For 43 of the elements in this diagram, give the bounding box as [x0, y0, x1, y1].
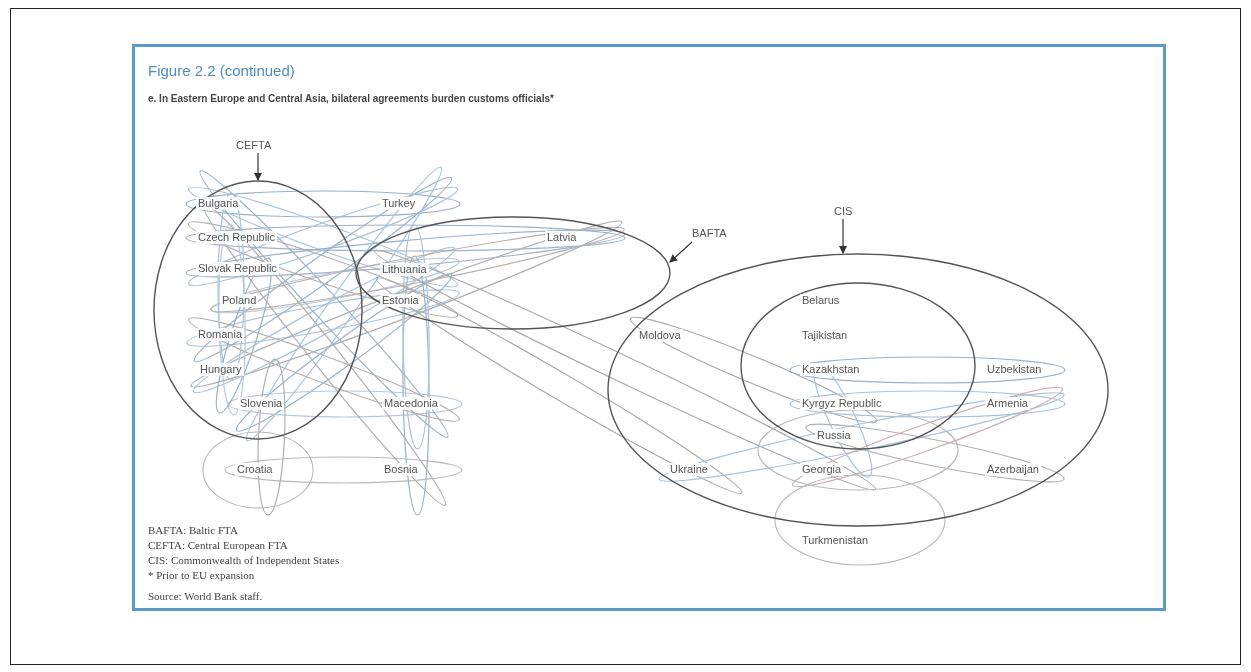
country-label: Romania — [196, 328, 245, 341]
bloc-label: CEFTA — [236, 139, 272, 152]
country-label: Georgia — [800, 463, 844, 476]
country-label: Armenia — [985, 397, 1030, 410]
country-label: Belarus — [800, 294, 842, 307]
country-label: Bulgaria — [196, 197, 241, 210]
country-label: Croatia — [235, 463, 275, 476]
country-label: Macedonia — [382, 397, 440, 410]
country-label: Kazakhstan — [800, 363, 862, 376]
country-label: Turkey — [380, 197, 418, 210]
country-label: Azerbaijan — [985, 463, 1041, 476]
leader-arrow — [254, 152, 262, 181]
bloc-label: BAFTA — [692, 227, 727, 240]
country-label: Turkmenistan — [800, 534, 871, 547]
figure-title: Figure 2.2 (continued) — [148, 62, 295, 79]
country-label: Russia — [815, 429, 853, 442]
country-label: Bosnia — [382, 463, 420, 476]
country-label: Moldova — [637, 329, 683, 342]
country-label: Lithuania — [380, 263, 429, 276]
trade-bloc-ellipse — [740, 282, 976, 450]
trade-bloc-ellipse — [153, 180, 363, 440]
footnote: * Prior to EU expansion — [148, 569, 255, 582]
country-label: Estonia — [380, 294, 421, 307]
country-label: Czech Republic — [196, 231, 278, 244]
trade-bloc-ellipse — [355, 216, 671, 330]
trade-bloc-ellipse — [607, 253, 1109, 527]
country-label: Poland — [220, 294, 259, 307]
footnote: CEFTA: Central European FTA — [148, 539, 288, 552]
footnote: Source: World Bank staff. — [148, 590, 263, 603]
country-label: Tajikistan — [800, 329, 850, 342]
country-label: Ukraine — [668, 463, 710, 476]
leader-arrow — [669, 241, 693, 263]
country-label: Uzbekistan — [985, 363, 1044, 376]
country-label: Hungary — [198, 363, 244, 376]
country-label: Kyrgyz Republic — [800, 397, 884, 410]
country-label: Latvia — [545, 231, 579, 244]
leader-arrow — [839, 218, 847, 254]
country-label: Slovenia — [238, 397, 285, 410]
country-label: Slovak Republic — [196, 262, 279, 275]
bloc-label: CIS — [834, 205, 853, 218]
footnote: BAFTA: Baltic FTA — [148, 524, 238, 537]
figure-subtitle: e. In Eastern Europe and Central Asia, bilateral agreements burden customs officials* — [148, 93, 554, 104]
footnote: CIS: Commonwealth of Independent States — [148, 554, 340, 567]
